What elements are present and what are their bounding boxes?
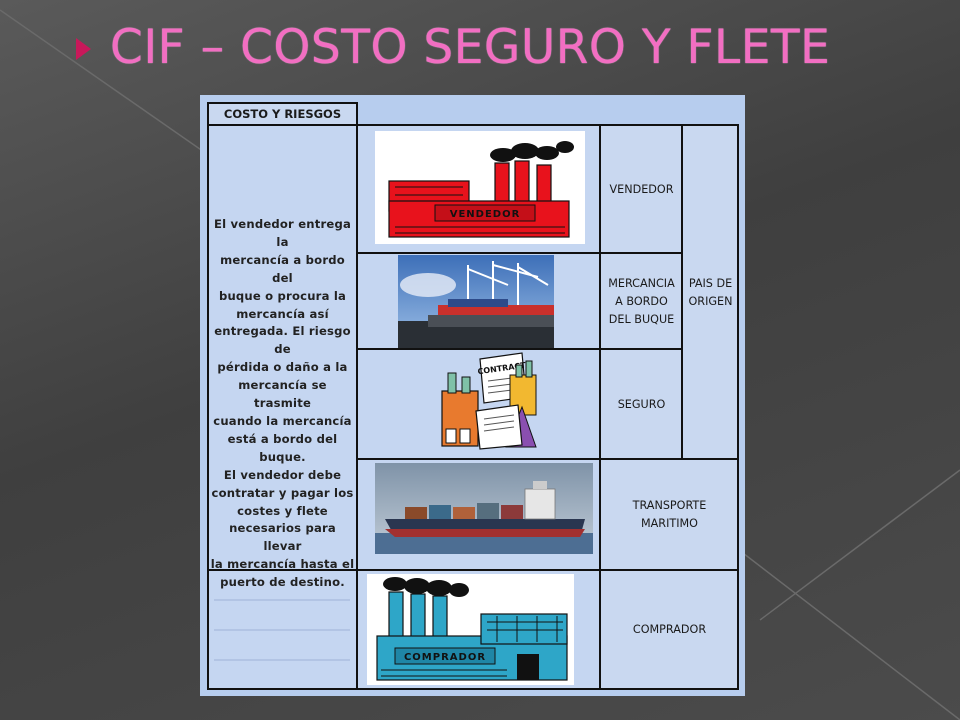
description-line: necesarios para llevar xyxy=(229,521,336,554)
comprador-factory-icon: COMPRADOR xyxy=(367,574,574,685)
label-vendedor: VENDEDOR xyxy=(609,183,674,196)
description-line: la mercancía hasta el xyxy=(210,557,355,572)
description-line: puerto de destino. xyxy=(220,575,345,590)
description-line: buque o procura la xyxy=(218,288,347,303)
ship-at-port-photo xyxy=(398,255,554,348)
slide-title: CIF – COSTO SEGURO Y FLETE xyxy=(110,20,831,75)
label-line: MARITIMO xyxy=(641,517,698,530)
description-line: mercancía se trasmite xyxy=(238,378,327,411)
table-header: COSTO Y RIESGOS xyxy=(223,107,342,121)
label-transporte: TRANSPORTE MARITIMO xyxy=(601,497,738,533)
contract-insurance-icon: CONTRACT xyxy=(441,352,537,450)
description-text: El vendedor entrega la mercancía a bordo… xyxy=(208,216,357,592)
description-line: pérdida o daño a la xyxy=(217,360,348,375)
label-line: ORIGEN xyxy=(688,295,733,308)
description-line: cuando la mercancía xyxy=(213,413,352,428)
description-line: El vendedor debe xyxy=(223,467,342,482)
vendedor-sign: VENDEDOR xyxy=(450,209,521,220)
container-ship-photo xyxy=(375,463,593,554)
description-line: entregada. El riesgo de xyxy=(214,324,351,357)
label-line: MERCANCIA xyxy=(608,277,675,290)
label-line: TRANSPORTE xyxy=(632,499,707,512)
label-mercancia: MERCANCIA A BORDO DEL BUQUE xyxy=(601,275,682,329)
cif-table-image: COSTO Y RIESGOS El vendedor entrega la m… xyxy=(200,95,745,696)
comprador-sign: COMPRADOR xyxy=(404,652,486,663)
description-line: mercancía así xyxy=(236,306,329,321)
label-line: A BORDO xyxy=(615,295,668,308)
label-seguro: SEGURO xyxy=(617,398,666,411)
label-comprador: COMPRADOR xyxy=(632,623,707,636)
description-line: contratar y pagar los xyxy=(211,485,354,500)
description-line: está a bordo del buque. xyxy=(227,431,338,464)
description-line: El vendedor entrega la xyxy=(214,217,351,249)
description-line: costes y flete xyxy=(237,503,328,518)
title-bullet-icon xyxy=(76,38,91,60)
label-line: DEL BUQUE xyxy=(608,313,675,326)
description-line: mercancía a bordo del xyxy=(220,252,345,285)
label-pais-origen: PAIS DE ORIGEN xyxy=(683,275,738,311)
vendedor-factory-icon: VENDEDOR xyxy=(375,131,585,244)
label-line: PAIS DE xyxy=(688,277,733,290)
